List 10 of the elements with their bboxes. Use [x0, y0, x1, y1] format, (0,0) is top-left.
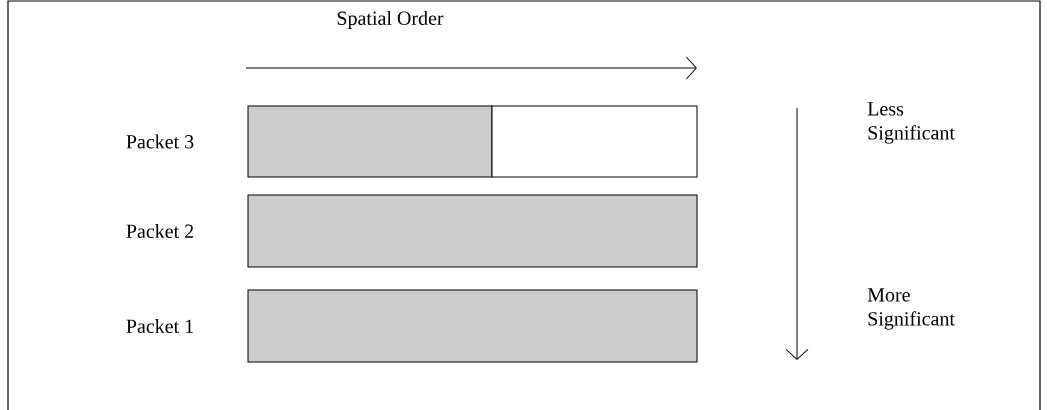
packet-bar: [247, 105, 493, 178]
packet-label: Packet 3: [126, 134, 194, 149]
packet-bar: [491, 105, 698, 178]
packet-bar: [247, 289, 698, 363]
label: Spatial Order: [337, 10, 444, 30]
packet-bar: [247, 194, 698, 268]
label: More Significant: [867, 288, 955, 330]
label: Less Significant: [867, 102, 955, 144]
packet-label: Packet 1: [126, 318, 193, 334]
packet-label: Packet 2: [126, 223, 194, 239]
